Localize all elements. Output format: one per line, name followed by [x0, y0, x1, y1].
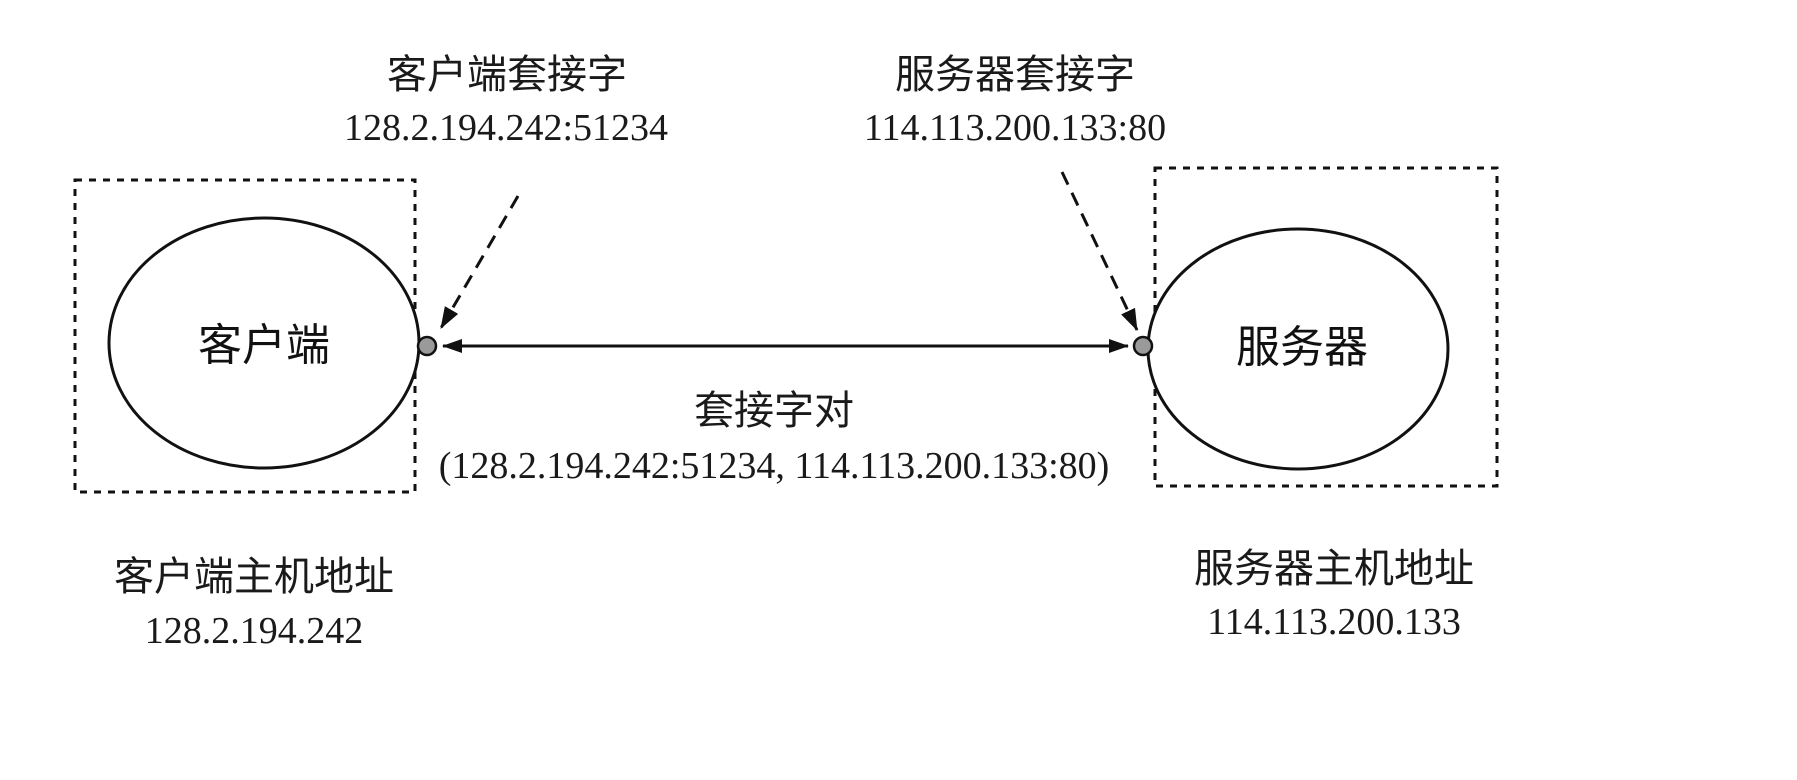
server-socket-dot [1132, 335, 1154, 357]
server-node-label: 服务器 [1236, 322, 1368, 373]
client-socket-address: 128.2.194.242:51234 [344, 107, 668, 149]
server-socket-pointer [1060, 171, 1139, 331]
client-host-title: 客户端主机地址 [114, 554, 394, 600]
socket-pair-title: 套接字对 [694, 388, 854, 434]
server-socket-title: 服务器套接字 [895, 52, 1135, 98]
server-host-box [1153, 166, 1499, 488]
client-host-address: 128.2.194.242 [145, 610, 364, 652]
client-socket-dot [416, 335, 438, 357]
client-socket-pointer [439, 195, 520, 329]
server-host-title: 服务器主机地址 [1194, 546, 1474, 592]
client-socket-title: 客户端套接字 [387, 52, 627, 98]
server-host-address: 114.113.200.133 [1207, 601, 1461, 643]
server-socket-address: 114.113.200.133:80 [864, 107, 1166, 149]
socket-pair-value: (128.2.194.242:51234, 114.113.200.133:80… [439, 445, 1110, 487]
client-node-label: 客户端 [198, 320, 330, 371]
